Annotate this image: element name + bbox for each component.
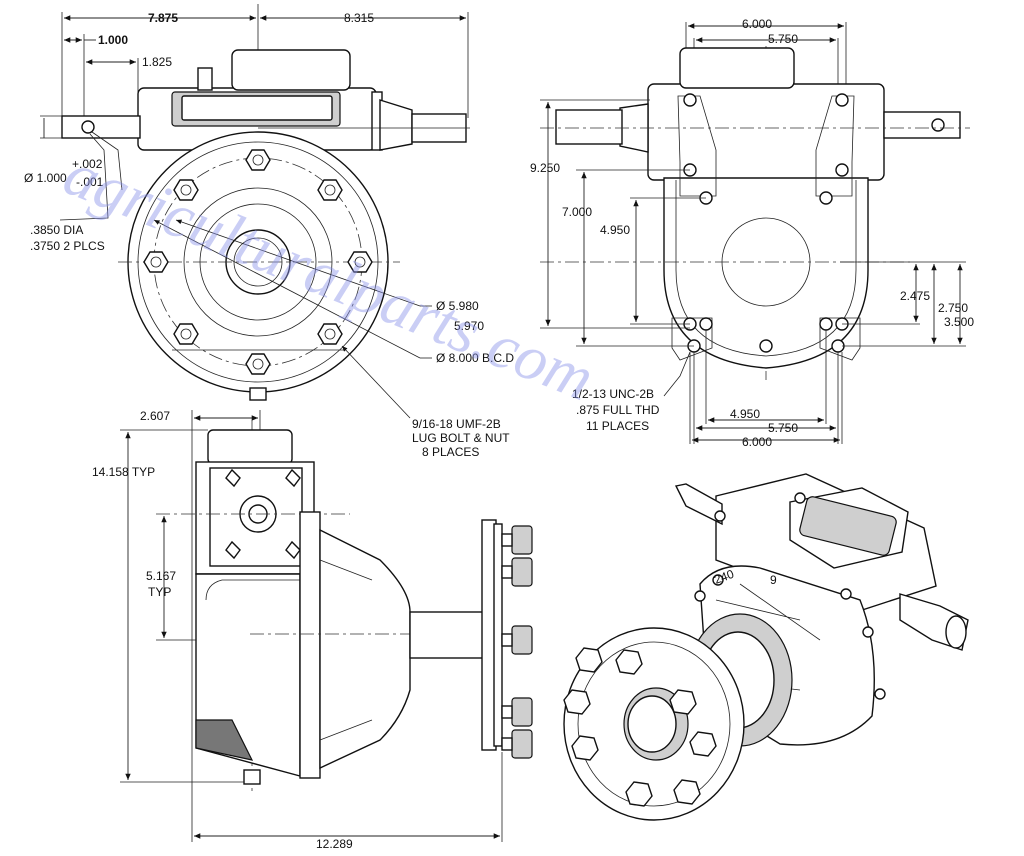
iso-nuts bbox=[563, 647, 717, 807]
bolt-circle: Ø 8.000 B.C.D bbox=[436, 351, 514, 365]
dim-7875: 7.875 bbox=[148, 11, 178, 25]
rear-dim-5750-bottom: 5.750 bbox=[768, 421, 798, 435]
lug-line3: 8 PLACES bbox=[422, 445, 479, 459]
iso-mark-a: 240 bbox=[712, 567, 736, 587]
rear-dim-2475: 2.475 bbox=[900, 289, 930, 303]
tap-line3: 11 PLACES bbox=[586, 419, 649, 433]
rear-dim-9250: 9.250 bbox=[530, 161, 560, 175]
shaft-dia: Ø 1.000 bbox=[24, 171, 67, 185]
side-dim-height: 14.158 TYP bbox=[92, 465, 155, 479]
lug-line2: LUG BOLT & NUT bbox=[412, 431, 510, 445]
rear-dim-4950-bottom: 4.950 bbox=[730, 407, 760, 421]
rear-dim-2750: 2.750 bbox=[938, 301, 968, 315]
pilot-dia-1: Ø 5.980 bbox=[436, 299, 479, 313]
rear-dim-3500: 3.500 bbox=[944, 315, 974, 329]
side-dim-2607: 2.607 bbox=[140, 409, 170, 423]
flange-bolts bbox=[501, 525, 533, 759]
rear-dim-5750-top: 5.750 bbox=[768, 32, 798, 46]
pin-hole-line2: .3750 2 PLCS bbox=[30, 239, 105, 253]
tol-minus: -.001 bbox=[76, 175, 104, 189]
rear-dim-4950: 4.950 bbox=[600, 223, 630, 237]
side-dim-overall: 12.289 bbox=[316, 837, 353, 851]
front-view: 7.875 8.315 1.000 1.825 +.002 Ø 1.000 -.… bbox=[24, 4, 514, 459]
isometric-view: 240 9 bbox=[563, 473, 969, 821]
dim-8315: 8.315 bbox=[344, 11, 374, 25]
side-dim-typ: TYP bbox=[148, 585, 171, 599]
rear-view: 6.000 5.750 9.250 7.000 4.950 2.475 2.75… bbox=[530, 17, 974, 449]
iso-mark-b: 9 bbox=[770, 573, 777, 587]
tap-line1: 1/2-13 UNC-2B bbox=[572, 387, 654, 401]
rear-dim-7000: 7.000 bbox=[562, 205, 592, 219]
pilot-dia-2: 5.970 bbox=[454, 319, 484, 333]
tap-line2: .875 FULL THD bbox=[576, 403, 660, 417]
lug-line1: 9/16-18 UMF-2B bbox=[412, 417, 501, 431]
side-view: 2.607 14.158 TYP 5.167 TYP 12.289 bbox=[92, 409, 533, 851]
tol-plus: +.002 bbox=[72, 157, 103, 171]
pin-hole-line1: .3850 DIA bbox=[30, 223, 83, 237]
dim-1825: 1.825 bbox=[142, 55, 172, 69]
rear-dim-6000-top: 6.000 bbox=[742, 17, 772, 31]
lug-nut-group bbox=[143, 149, 373, 375]
dim-1000: 1.000 bbox=[98, 33, 128, 47]
side-dim-5167: 5.167 bbox=[146, 569, 176, 583]
rear-dim-6000-bottom: 6.000 bbox=[742, 435, 772, 449]
